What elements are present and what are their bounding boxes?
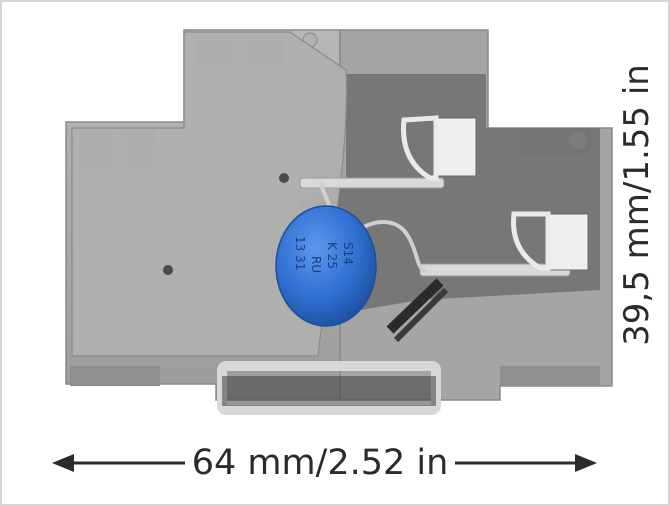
upper-clamp: [401, 115, 477, 181]
varistor-disc: S14 K 25 RU 13 31: [275, 205, 377, 327]
height-dimension-label: 39,5 mm/1.55 in: [615, 9, 659, 401]
varistor-marking-3: RU: [309, 256, 323, 273]
varistor-marking-4: 13 31: [293, 236, 307, 270]
width-dimension-label: 64 mm/2.52 in: [185, 440, 455, 486]
lower-clamp: [511, 211, 589, 271]
varistor-marking-1: S14: [341, 242, 355, 265]
varistor-marking-2: K 25: [325, 242, 339, 269]
